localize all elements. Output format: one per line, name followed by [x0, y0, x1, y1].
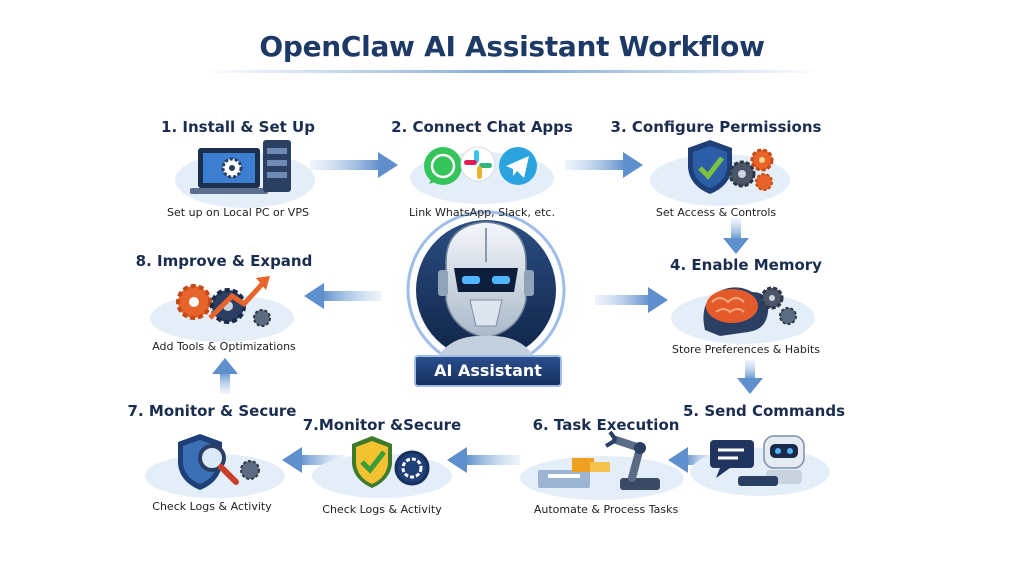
step-7a-caption: Check Logs & Activity — [152, 500, 272, 513]
arrow-2-to-3 — [565, 152, 643, 178]
step-3-title: 3. Configure Permissions — [610, 118, 822, 136]
step-7b-title: 7.Monitor &Secure — [302, 416, 462, 434]
step-2-title: 2. Connect Chat Apps — [391, 118, 573, 136]
step-6-title: 6. Task Execution — [532, 416, 680, 434]
step-3-caption: Set Access & Controls — [655, 206, 777, 219]
arrow-3-to-4 — [723, 218, 749, 254]
arrow-1-to-2 — [310, 152, 398, 178]
robot-arm-icon — [520, 430, 684, 500]
step-7a-title: 7. Monitor & Secure — [127, 402, 297, 420]
ai-assistant-robot-icon — [376, 210, 596, 390]
page-title: OpenClaw AI Assistant Workflow — [259, 30, 765, 63]
shield-check-gear-icon — [312, 436, 452, 498]
step-4-title: 4. Enable Memory — [670, 256, 822, 274]
shield-check-gears-icon — [650, 140, 790, 206]
title-underline — [200, 70, 824, 73]
chat-apps-icon — [410, 146, 554, 204]
step-5-title: 5. Send Commands — [682, 402, 845, 420]
ai-assistant-badge: AI Assistant — [414, 355, 562, 387]
arrow-7b-to-7a — [282, 447, 345, 473]
step-1-caption: Set up on Local PC or VPS — [167, 206, 309, 219]
step-8-title: 8. Improve & Expand — [135, 252, 313, 270]
step-6-caption: Automate & Process Tasks — [533, 503, 679, 516]
step-7b-caption: Check Logs & Activity — [322, 503, 442, 516]
laptop-server-gear-icon — [175, 140, 315, 208]
step-1-title: 1. Install & Set Up — [161, 118, 315, 136]
arrow-center-to-8 — [304, 283, 382, 309]
arrow-7a-to-8 — [212, 358, 238, 394]
gears-growth-arrow-icon — [150, 276, 294, 342]
step-4-caption: Store Preferences & Habits — [672, 343, 820, 356]
arrow-6-to-7b — [447, 447, 520, 473]
robot-chat-icon — [690, 435, 830, 496]
brain-gears-icon — [671, 286, 815, 344]
step-8-caption: Add Tools & Optimizations — [152, 340, 296, 353]
arrow-4-to-5 — [737, 360, 763, 394]
step-2-caption: Link WhatsApp, Slack, etc. — [409, 206, 555, 219]
arrow-center-to-4 — [595, 287, 668, 313]
shield-magnifier-icon — [145, 434, 285, 498]
